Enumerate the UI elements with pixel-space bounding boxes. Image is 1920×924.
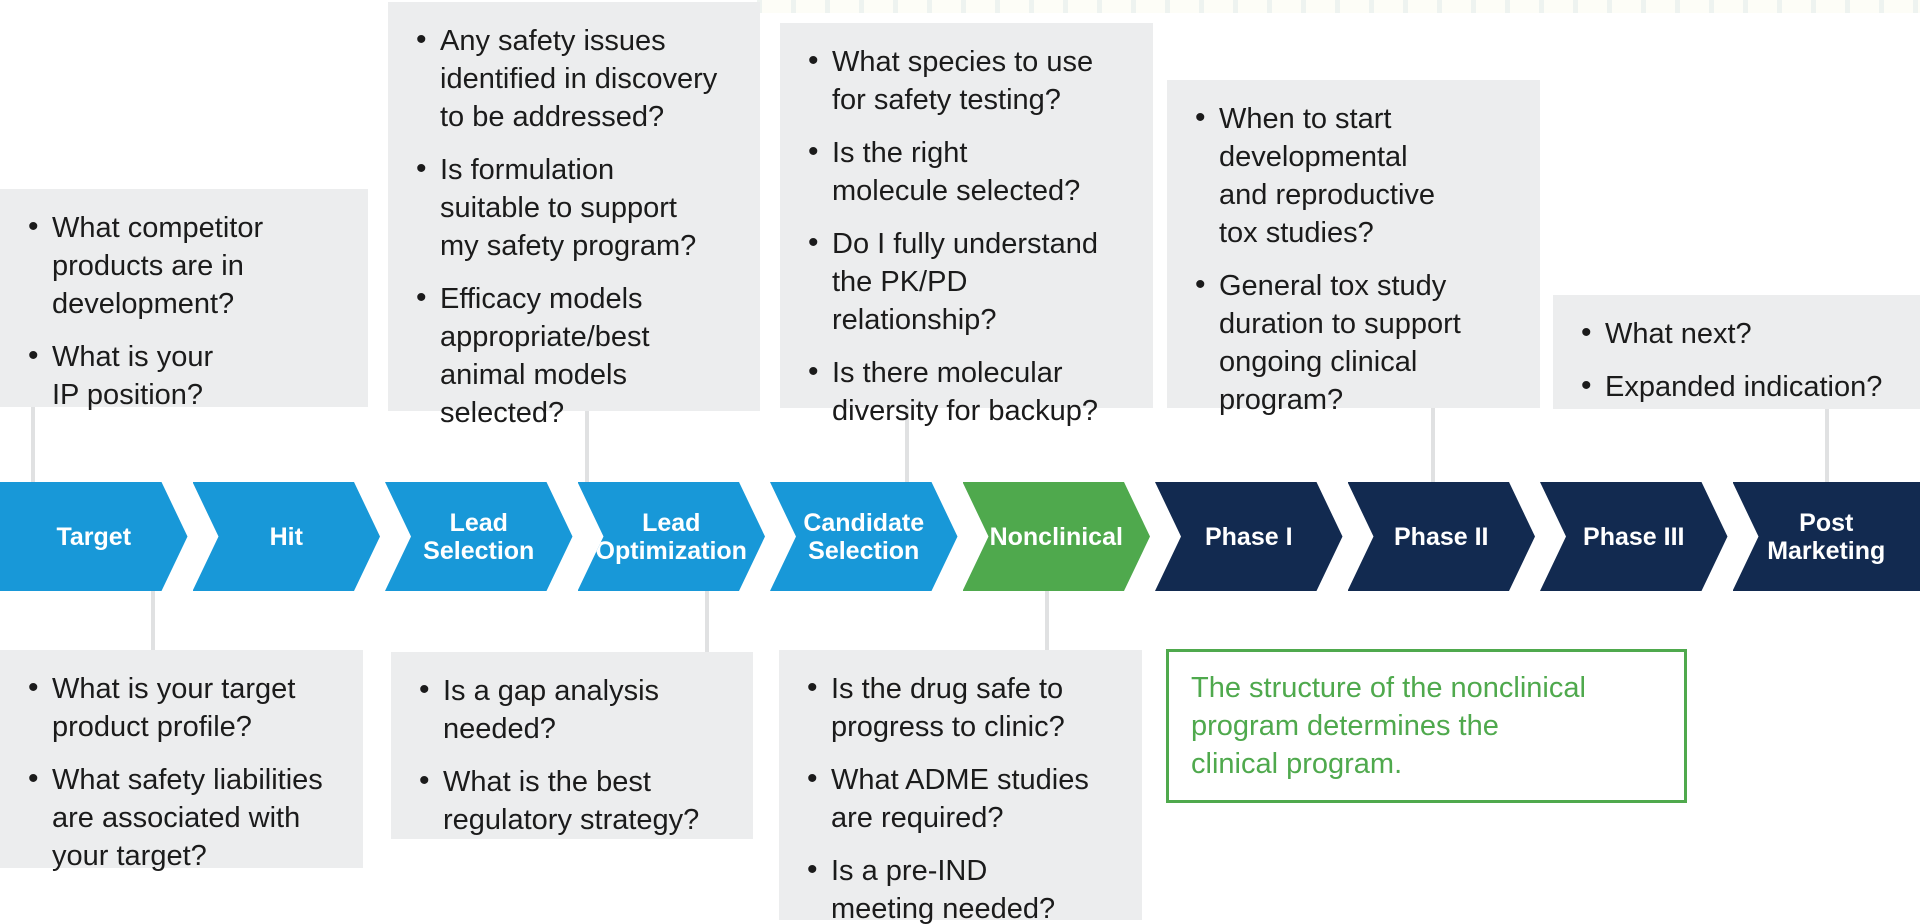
stage-chevron-post-marketing: Post Marketing bbox=[1732, 482, 1920, 591]
connector-line bbox=[905, 408, 909, 482]
stage-chevron-phase-1: Phase I bbox=[1155, 482, 1343, 591]
bullet-item: What next? bbox=[1581, 314, 1910, 353]
bullet-item: Is the drug safe to progress to clinic? bbox=[807, 669, 1132, 746]
nonclinical-note-text: The structure of the nonclinical program… bbox=[1191, 672, 1586, 780]
callout-competitor-ip: What competitor products are in developm… bbox=[0, 189, 368, 411]
stage-chevron-target: Target bbox=[0, 482, 188, 591]
callout-gap-analysis: Is a gap analysis needed? What is the be… bbox=[391, 652, 753, 839]
bullet-item: Is there molecular diversity for backup? bbox=[808, 353, 1143, 430]
stage-chevron-lead-selection: Lead Selection bbox=[385, 482, 573, 591]
cropped-header-strip bbox=[757, 0, 1920, 13]
callout-clinic-adme-preind: Is the drug safe to progress to clinic? … bbox=[779, 650, 1142, 924]
bullet-item: What ADME studies are required? bbox=[807, 760, 1132, 837]
bullet-item: Is a gap analysis needed? bbox=[419, 671, 743, 748]
callout-what-next: What next? Expanded indication? bbox=[1553, 295, 1920, 409]
bullet-item: Any safety issues identified in discover… bbox=[416, 21, 750, 136]
stage-chevron-candidate-selection: Candidate Selection bbox=[770, 482, 958, 591]
callout-safety-formulation-efficacy: Any safety issues identified in discover… bbox=[388, 2, 760, 429]
bullet-item: Is the right molecule selected? bbox=[808, 133, 1143, 210]
bullet-item: What safety liabilities are associated w… bbox=[28, 760, 353, 875]
connector-line bbox=[1825, 409, 1829, 482]
nonclinical-note-box: The structure of the nonclinical program… bbox=[1166, 649, 1687, 803]
bullet-item: Is formulation suitable to support my sa… bbox=[416, 150, 750, 265]
connector-line bbox=[705, 591, 709, 652]
connector-line bbox=[1045, 591, 1049, 650]
callout-tox-studies: When to start developmental and reproduc… bbox=[1167, 80, 1540, 416]
stage-chevron-phase-3: Phase III bbox=[1540, 482, 1728, 591]
bullet-item: What species to use for safety testing? bbox=[808, 42, 1143, 119]
stage-chevron-phase-2: Phase II bbox=[1348, 482, 1536, 591]
bullet-item: What is your target product profile? bbox=[28, 669, 353, 746]
connector-line bbox=[1431, 408, 1435, 482]
connector-line bbox=[151, 591, 155, 650]
process-band: Target Hit Lead Selection Lead Optimizat… bbox=[0, 482, 1920, 591]
callout-species-molecule-pkpd: What species to use for safety testing? … bbox=[780, 23, 1153, 427]
callout-target-profile: What is your target product profile? Wha… bbox=[0, 650, 363, 872]
bullet-item: Is a pre-IND meeting needed? bbox=[807, 851, 1132, 924]
bullet-item: What competitor products are in developm… bbox=[28, 208, 358, 323]
connector-line bbox=[31, 407, 35, 482]
bullet-item: Efficacy models appropriate/best animal … bbox=[416, 279, 750, 432]
bullet-item: Do I fully understand the PK/PD relation… bbox=[808, 224, 1143, 339]
bullet-item: Expanded indication? bbox=[1581, 367, 1910, 406]
bullet-item: What is the best regulatory strategy? bbox=[419, 762, 743, 839]
bullet-item: What is your IP position? bbox=[28, 337, 358, 414]
connector-line bbox=[585, 411, 589, 482]
stage-chevron-hit: Hit bbox=[193, 482, 381, 591]
stage-chevron-lead-optimization: Lead Optimization bbox=[578, 482, 766, 591]
bullet-item: General tox study duration to support on… bbox=[1195, 266, 1530, 419]
stage-chevron-nonclinical: Nonclinical bbox=[963, 482, 1151, 591]
bullet-item: When to start developmental and reproduc… bbox=[1195, 99, 1530, 252]
